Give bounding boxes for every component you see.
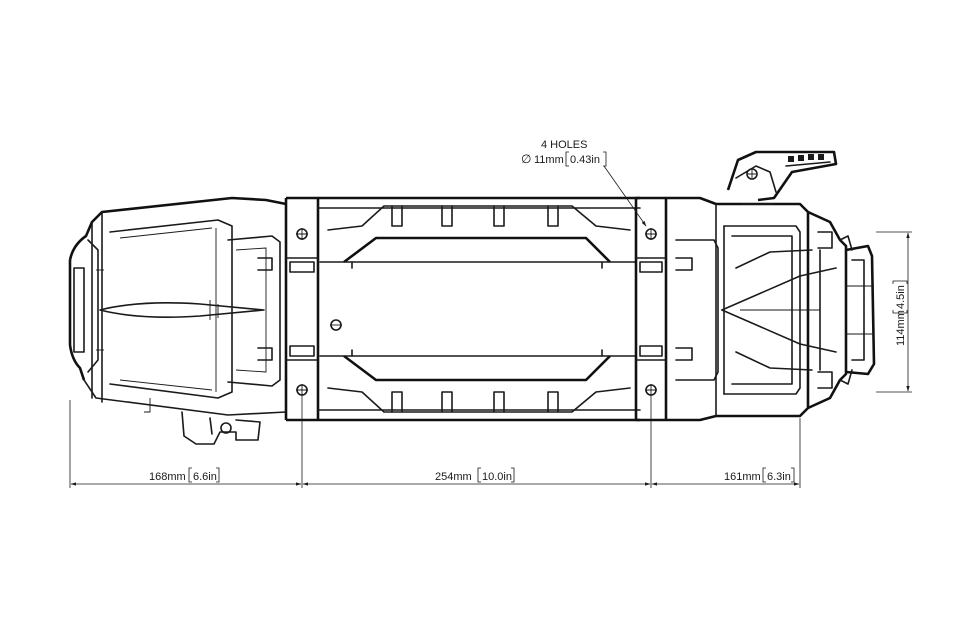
mounting-hole	[645, 228, 657, 240]
hole-count-label: 4 HOLES	[541, 139, 587, 151]
drum-frame	[317, 196, 641, 422]
winch-body	[68, 150, 876, 445]
dim-height-mm: 114mm	[895, 310, 907, 346]
dimension-right-overhang: 161mm 6.3in	[651, 467, 800, 486]
mounting-holes	[296, 228, 657, 396]
tie-bar-left	[284, 196, 320, 422]
dim-spacing-mm: 254mm	[435, 471, 472, 483]
gearbox-housing	[666, 196, 876, 422]
hole-diameter-in: 0.43in	[570, 154, 600, 166]
dimension-left-overhang: 168mm 6.6in	[70, 467, 302, 486]
hole-callout: 4 HOLES ∅ 11mm 0.43in	[521, 139, 647, 227]
dim-left-mm: 168mm	[149, 471, 186, 483]
hole-diameter-mm: 11mm	[534, 154, 564, 166]
mounting-hole	[645, 384, 657, 396]
tie-bar-right	[634, 196, 668, 422]
dim-spacing-in: 10.0in	[482, 471, 512, 483]
hole-leader-line	[603, 165, 647, 227]
dim-height-in: 4.5in	[895, 285, 907, 309]
dim-right-in: 6.3in	[767, 471, 791, 483]
clutch-lever	[726, 150, 838, 205]
dim-left-in: 6.6in	[193, 471, 217, 483]
mounting-hole	[296, 384, 308, 396]
mounting-hole	[296, 228, 308, 240]
dimension-bolt-spacing: 254mm 10.0in	[302, 467, 651, 486]
motor-housing	[68, 196, 287, 445]
dim-right-mm: 161mm	[724, 471, 761, 483]
dimension-height: 114mm 4.5in	[892, 232, 910, 392]
extension-lines	[69, 231, 912, 488]
diameter-symbol-icon: ∅	[521, 152, 531, 166]
